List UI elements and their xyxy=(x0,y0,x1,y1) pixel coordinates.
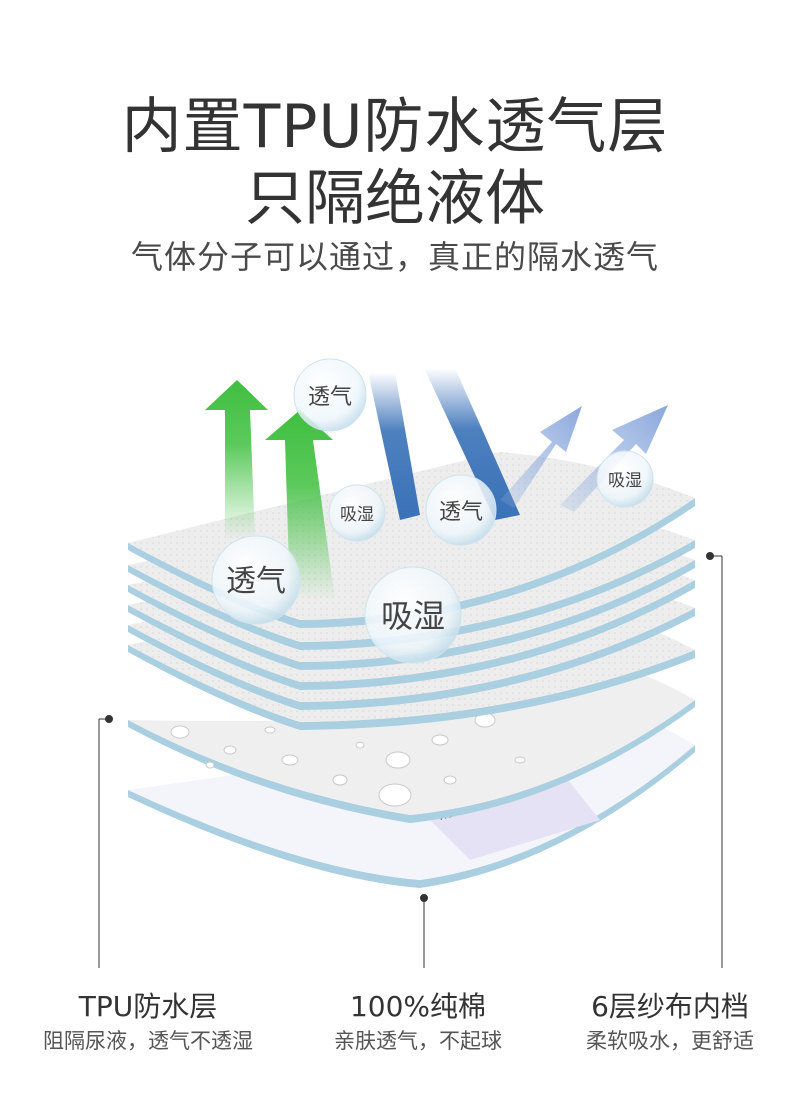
bubble-breathable-large: 透气 xyxy=(211,535,301,625)
green-arrow-left xyxy=(205,380,268,540)
headline-subtitle: 气体分子可以通过，真正的隔水透气 xyxy=(130,238,659,276)
bubble-label: 吸湿 xyxy=(381,597,445,635)
bubble-label: 透气 xyxy=(439,500,483,525)
blue-arrow-down-right xyxy=(425,368,520,520)
leader-line-tpu xyxy=(98,715,113,968)
caption-cotton-title: 100%纯棉 xyxy=(349,990,487,1023)
caption-cotton-subtitle: 亲肤透气，不起球 xyxy=(334,1029,502,1053)
light-blue-arrow-1 xyxy=(500,406,582,508)
bubble-absorb-large: 吸湿 xyxy=(364,566,462,664)
bubble-label: 透气 xyxy=(226,564,286,599)
bubble-absorb-small: 吸湿 xyxy=(328,484,386,542)
bubble-absorb-right: 吸湿 xyxy=(596,450,654,508)
bubble-label: 吸湿 xyxy=(608,471,642,491)
headline-line-2: 只隔绝液体 xyxy=(245,164,545,234)
bubble-label: 透气 xyxy=(308,385,352,410)
bubble-breathable-middle: 透气 xyxy=(425,474,497,546)
layer-illustration: Snif Hello xyxy=(98,358,723,968)
bubble-label: 吸湿 xyxy=(340,505,374,525)
bubble-breathable-top: 透气 xyxy=(293,358,367,432)
green-arrow-right xyxy=(265,410,335,600)
leader-line-gauze xyxy=(706,552,723,968)
leader-line-cotton xyxy=(420,894,428,968)
caption-gauze-title: 6层纱布内档 xyxy=(591,990,749,1023)
blue-arrow-down-left xyxy=(368,372,420,520)
caption-tpu-subtitle: 阻隔尿液，透气不透湿 xyxy=(43,1029,253,1053)
caption-gauze-subtitle: 柔软吸水，更舒适 xyxy=(586,1029,754,1053)
caption-tpu-title: TPU防水层 xyxy=(78,990,218,1023)
headline-line-1: 内置TPU防水透气层 xyxy=(121,92,669,162)
